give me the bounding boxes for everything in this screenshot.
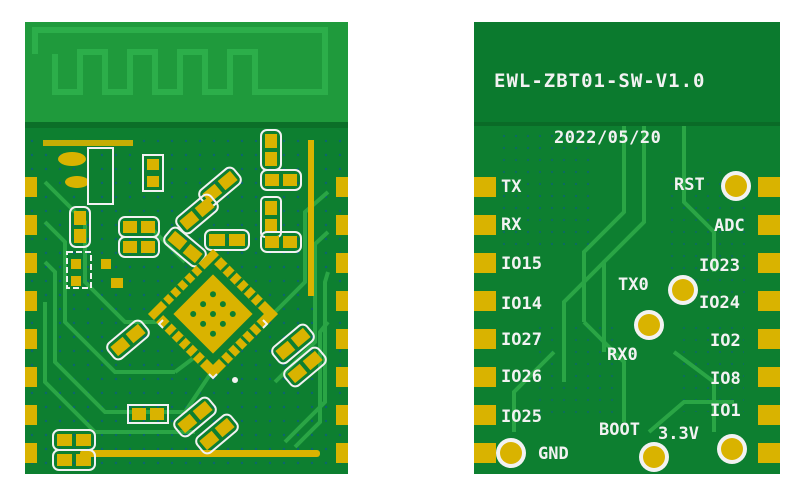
pin-label-adc: ADC	[714, 216, 745, 236]
pin-label-io8: IO8	[710, 369, 741, 389]
back-edge-pads-right	[758, 177, 780, 463]
pin-label-tx: TX	[501, 177, 522, 197]
module-back-side: EWL-ZBT01-SW-V1.0 2022/05/20 TX RX IO15 …	[474, 22, 780, 474]
pin-label-io26: IO26	[501, 367, 542, 387]
front-edge-pads-right	[336, 177, 348, 463]
pin-label-3v3: 3.3V	[658, 424, 699, 444]
back-pcb-artwork	[474, 22, 780, 474]
pin-label-rx: RX	[501, 215, 522, 235]
pin-label-io25: IO25	[501, 407, 542, 427]
pin-label-io14: IO14	[501, 294, 542, 314]
back-pcb-traces	[512, 126, 734, 434]
module-front-side	[25, 22, 348, 474]
board-date-label: 2022/05/20	[554, 128, 662, 148]
pin-label-io27: IO27	[501, 330, 542, 350]
testpoint-label-rx0: RX0	[607, 345, 638, 365]
antenna-area	[25, 22, 348, 125]
test-pads	[496, 171, 751, 472]
front-edge-pads-left	[25, 177, 37, 463]
pin-label-rst: RST	[674, 175, 705, 195]
back-edge-pads-left	[474, 177, 496, 463]
pin-label-io24: IO24	[699, 293, 740, 313]
testpoint-label-boot: BOOT	[599, 420, 640, 440]
pcb-antenna-trace	[32, 27, 328, 95]
board-model-label: EWL-ZBT01-SW-V1.0	[494, 70, 706, 92]
pin-label-io23: IO23	[699, 256, 740, 276]
testpoint-label-tx0: TX0	[618, 275, 649, 295]
pin-label-io1: IO1	[710, 401, 741, 421]
smd-components	[52, 129, 327, 471]
pin-label-gnd: GND	[538, 444, 569, 464]
pin-label-io15: IO15	[501, 254, 542, 274]
pin-label-io2: IO2	[710, 331, 741, 351]
front-pcb-artwork	[25, 22, 348, 474]
